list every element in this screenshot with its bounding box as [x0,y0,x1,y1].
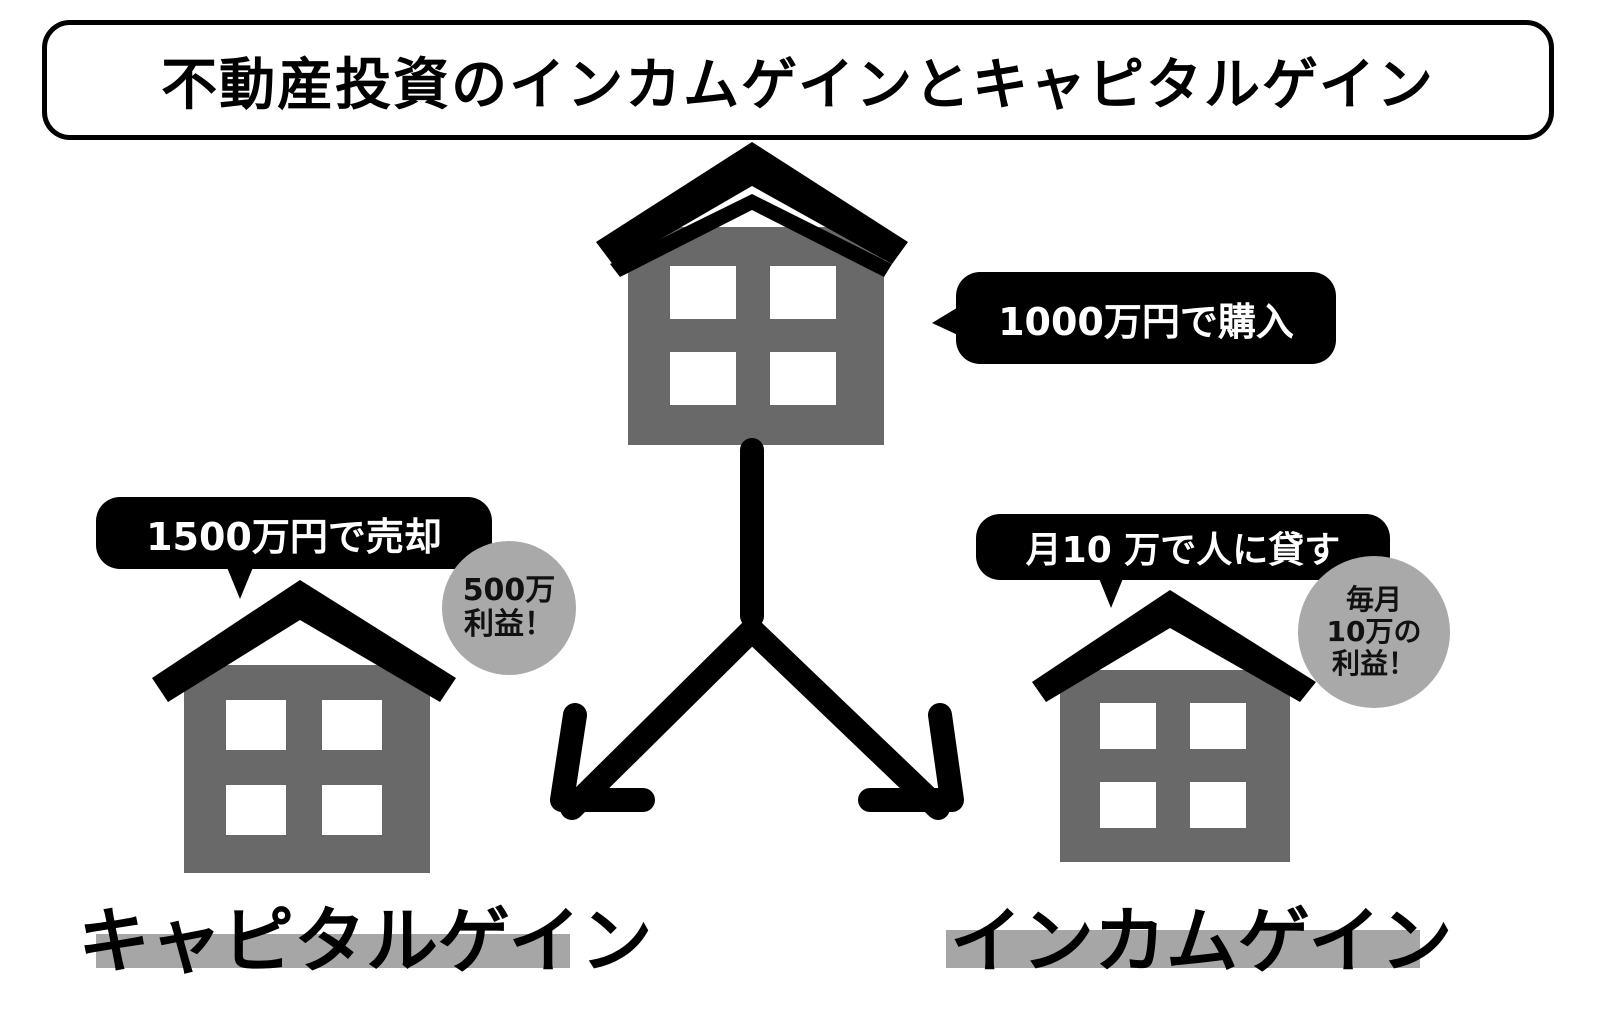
capital-label-bar [96,934,570,968]
purchase-bubble-tail [932,306,960,336]
sell-bubble-tail [226,565,254,599]
house-icon-capital [152,580,456,873]
title-box: 不動産投資のインカムゲインとキャピタルゲイン [42,20,1554,140]
income-profit-line2: 10万の [1326,614,1422,648]
capital-gain-label: キャピタルゲイン [78,899,653,983]
capital-profit-line1: 500万 [462,572,556,608]
income-profit-line3: 利益！ [1331,647,1416,681]
purchase-speech-bubble: 1000万円で購入 [956,272,1336,364]
income-gain-label: インカムゲイン [950,899,1453,983]
capital-profit-badge: 500万 利益！ [442,541,576,675]
rent-speech-bubble: 月10 万で人に貸す [976,514,1390,580]
purchase-text: 1000万円で購入 [998,299,1294,344]
sell-text: 1500万円で売却 [146,514,442,559]
diagram-title: 不動産投資のインカムゲインとキャピタルゲイン [161,52,1435,118]
income-profit-line1: 毎月 [1345,582,1402,616]
house-icon-income [1032,590,1316,862]
income-profit-badge: 毎月 10万の 利益！ [1298,556,1450,708]
rent-text: 月10 万で人に貸す [1025,530,1341,571]
income-label-bar [946,930,1420,968]
capital-profit-line2: 利益！ [464,607,554,642]
house-icon-top [596,142,908,445]
sell-speech-bubble: 1500万円で売却 [96,497,492,569]
rent-bubble-tail [1098,576,1124,608]
